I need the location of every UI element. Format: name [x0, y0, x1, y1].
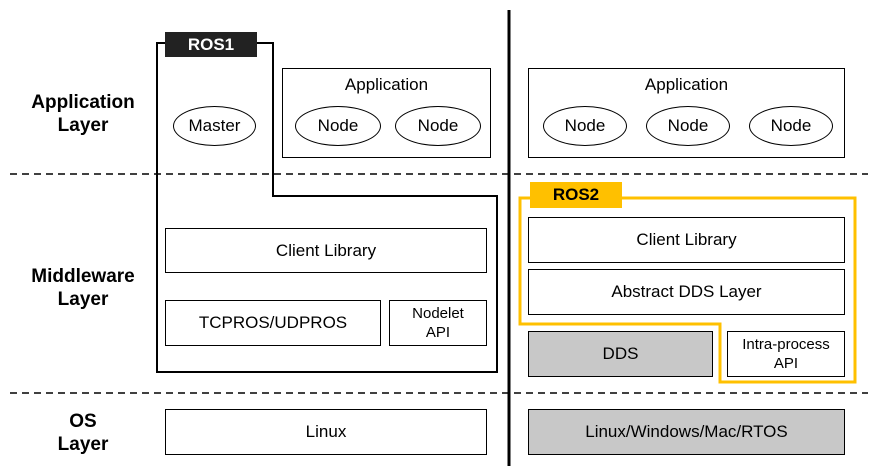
ros1-tcpros-udpros: TCPROS/UDPROS: [165, 300, 381, 346]
middleware-layer-label-line2: Layer: [57, 289, 109, 310]
ros2-tag: ROS2: [530, 182, 622, 208]
ros1-tag: ROS1: [165, 32, 257, 57]
os-layer-label-line2: Layer: [57, 434, 109, 455]
ros2-application-group: Application: [528, 68, 845, 158]
ros1-master-node: Master: [173, 106, 256, 146]
ros2-node-1: Node: [543, 106, 627, 146]
ros1-application-group: Application: [282, 68, 491, 158]
ros2-node-2: Node: [646, 106, 730, 146]
ros2-intra-process-api: Intra-process API: [727, 331, 845, 377]
ros2-intra-process-api-line1: Intra-process: [742, 336, 830, 353]
ros2-outline: [518, 196, 857, 384]
ros2-abstract-dds-layer: Abstract DDS Layer: [528, 269, 845, 315]
os-layer-label-line1: OS: [69, 411, 97, 432]
ros2-dds: DDS: [528, 331, 713, 377]
application-layer-label: Application Layer: [8, 91, 158, 137]
ros1-nodelet-api-line1: Nodelet: [412, 305, 464, 322]
middleware-layer-label: Middleware Layer: [8, 265, 158, 311]
ros2-node-3: Node: [749, 106, 833, 146]
ros1-os-linux: Linux: [165, 409, 487, 455]
ros1-nodelet-api-line2: API: [425, 324, 451, 341]
ros2-os: Linux/Windows/Mac/RTOS: [528, 409, 845, 455]
ros1-application-title: Application: [344, 75, 429, 94]
ros2-application-title: Application: [644, 75, 729, 94]
ros1-outline: [156, 42, 498, 373]
ros1-client-library: Client Library: [165, 228, 487, 273]
application-layer-label-line1: Application: [31, 92, 135, 113]
middleware-layer-label-line1: Middleware: [31, 266, 135, 287]
ros1-node-1: Node: [295, 106, 381, 146]
application-layer-label-line2: Layer: [57, 115, 109, 136]
ros1-nodelet-api: Nodelet API: [389, 300, 487, 346]
ros2-intra-process-api-line2: API: [773, 355, 799, 372]
os-layer-label: OS Layer: [8, 410, 158, 456]
ros2-client-library: Client Library: [528, 217, 845, 263]
ros1-node-2: Node: [395, 106, 481, 146]
